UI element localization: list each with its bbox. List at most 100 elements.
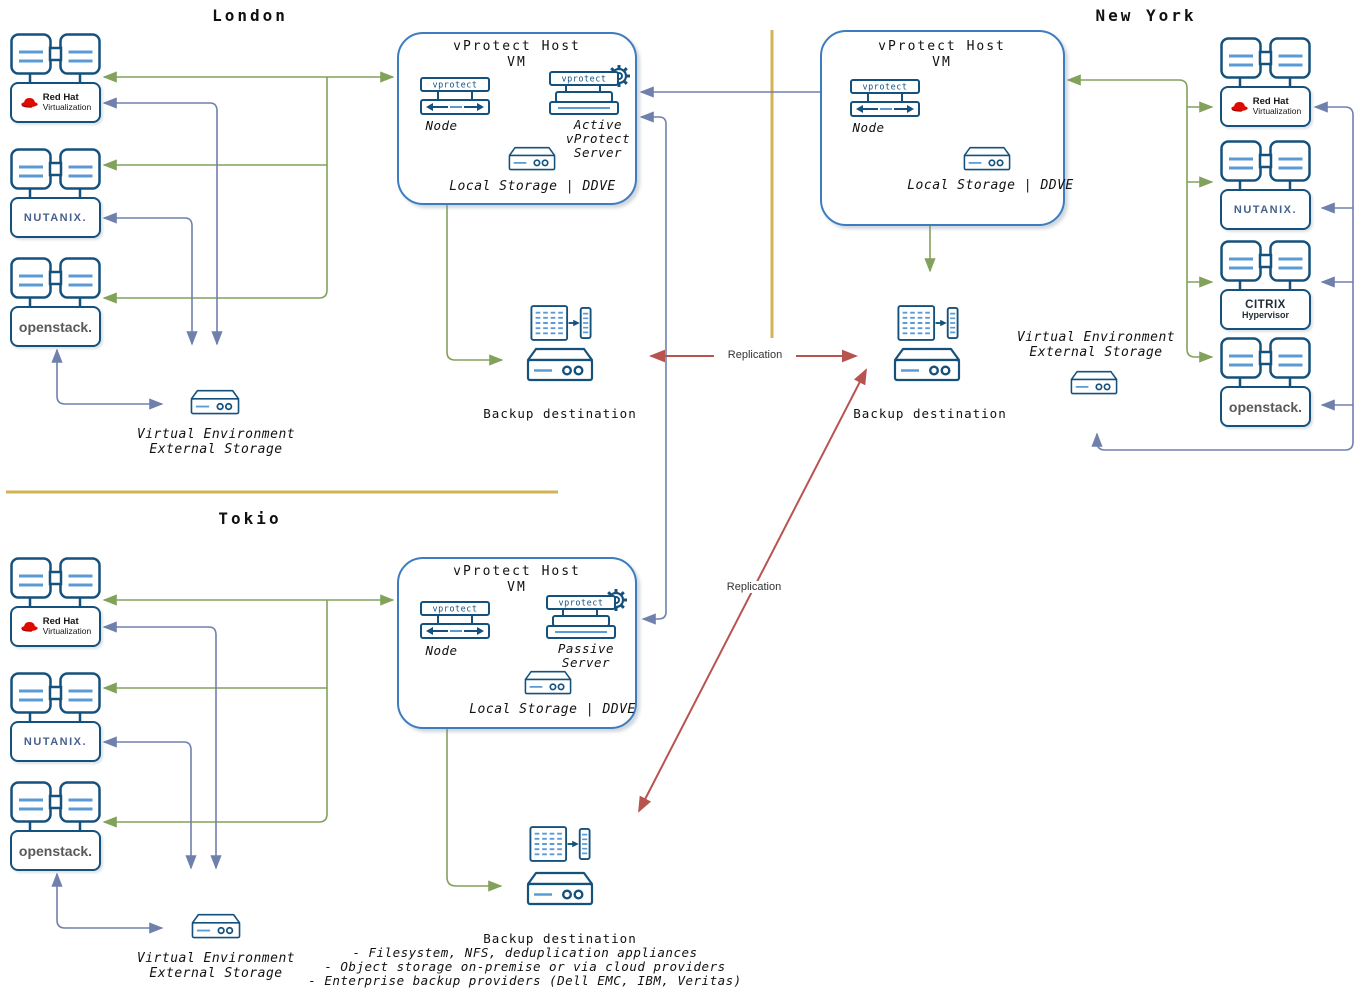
blue-link-active-passive-server [639, 111, 667, 625]
ny-host-title: vProtect Host [878, 39, 1006, 54]
tokio-backup-detail-3: - Enterprise backup providers (Dell EMC,… [308, 973, 742, 988]
green-link-london-node-backup [441, 138, 504, 366]
cluster-ny-nutanix: NUTANIX. [1220, 140, 1311, 230]
ny-local-storage-icon [963, 146, 1011, 171]
server-pair-icon [1220, 37, 1311, 86]
blue-link-london-openstack-storage [51, 348, 164, 410]
tokio-backup-detail-1: - Filesystem, NFS, deduplication applian… [352, 945, 698, 960]
london-local-storage-label: Local Storage | DDVE [449, 179, 616, 194]
hypervisor-box-openstack: openstack. [10, 830, 101, 871]
openstack-logo: openstack. [18, 842, 93, 859]
server-pair-icon [10, 557, 101, 606]
tokio-backup-detail-2: - Object storage on-premise or via cloud… [324, 959, 726, 974]
server-pair-icon [10, 257, 101, 306]
london-server-label: Active vProtect Server [565, 117, 631, 160]
cluster-tokio-nutanix: NUTANIX. [10, 672, 101, 762]
london-external-storage-label: Virtual Environment External Storage [136, 427, 296, 457]
tokio-local-storage-label: Local Storage | DDVE [469, 702, 636, 717]
hypervisor-box-openstack: openstack. [10, 306, 101, 347]
blue-link-tokio-nutanix-storage [102, 736, 197, 870]
london-vprotect-node-icon [420, 77, 490, 115]
london-local-storage-icon [508, 146, 556, 171]
london-backup-appliance-icon [526, 347, 594, 382]
tokio-external-storage-label: Virtual Environment External Storage [136, 951, 296, 981]
ny-local-storage-label: Local Storage | DDVE [907, 178, 1074, 193]
server-pair-icon [10, 33, 101, 82]
server-pair-icon [1220, 140, 1311, 189]
citrix-logo-line1: CITRIX [1245, 298, 1286, 311]
server-pair-icon [10, 148, 101, 197]
cluster-london-openstack: openstack. [10, 257, 101, 347]
london-host-subtitle: VM [507, 55, 527, 70]
ny-host-subtitle: VM [932, 55, 952, 70]
tokio-vprotect-server-icon [545, 588, 629, 640]
london-vprotect-host-box [397, 32, 637, 205]
redhat-hat-icon [20, 97, 38, 108]
ny-vprotect-host-box [820, 30, 1065, 226]
redhat-logo-line1: Red Hat [42, 91, 79, 103]
redhat-hat-icon [1230, 101, 1248, 112]
nutanix-logo: NUTANIX. [1233, 203, 1298, 216]
server-pair-icon [1220, 337, 1311, 386]
london-external-storage-icon [190, 389, 240, 415]
blue-link-london-redhat-storage [102, 97, 223, 346]
nutanix-logo: NUTANIX. [23, 211, 88, 224]
london-node-label: Node [425, 118, 458, 133]
tokio-node-label: Node [425, 643, 458, 658]
redhat-logo-line1: Red Hat [1252, 95, 1289, 107]
blue-link-tokio-redhat-storage [102, 621, 222, 870]
london-dedup-icon [530, 305, 592, 341]
server-pair-icon [10, 781, 101, 830]
tokio-vprotect-host-box [397, 557, 637, 729]
redhat-logo-line2: Virtualization [1252, 106, 1302, 117]
cluster-tokio-openstack: openstack. [10, 781, 101, 871]
hypervisor-box-openstack: openstack. [1220, 386, 1311, 427]
nutanix-logo: NUTANIX. [23, 735, 88, 748]
openstack-logo: openstack. [18, 318, 93, 335]
tokio-host-title: vProtect Host [453, 564, 581, 579]
blue-link-tokio-openstack-storage [51, 872, 164, 934]
tokio-local-storage-icon [524, 670, 572, 695]
server-pair-icon [1220, 240, 1311, 289]
site-title-london: London [212, 6, 288, 25]
ny-node-label: Node [852, 120, 885, 135]
ny-external-storage-icon [1070, 370, 1118, 395]
replication-label-diagonal: Replication [708, 581, 800, 593]
ny-external-storage-label: Virtual Environment External Storage [1016, 330, 1176, 360]
redhat-logo-line1: Red Hat [42, 615, 79, 627]
openstack-logo: openstack. [1228, 398, 1303, 415]
tokio-host-subtitle: VM [507, 580, 527, 595]
ny-backup-label: Backup destination [853, 406, 1007, 421]
cluster-ny-citrix: CITRIX Hypervisor [1220, 240, 1311, 330]
london-vprotect-server-icon [548, 64, 632, 116]
tokio-external-storage-icon [191, 913, 241, 939]
green-link-tokio-node-backup [441, 665, 503, 892]
ny-vprotect-node-icon [850, 79, 920, 117]
site-title-tokio: Tokio [218, 509, 282, 528]
green-link-london-openstack [102, 77, 328, 304]
redhat-logo-line2: Virtualization [42, 626, 92, 637]
london-backup-label: Backup destination [483, 406, 637, 421]
citrix-logo-line2: Hypervisor [1241, 309, 1290, 320]
london-host-title: vProtect Host [453, 39, 581, 54]
tokio-dedup-icon [529, 826, 591, 862]
cluster-london-nutanix: NUTANIX. [10, 148, 101, 238]
tokio-server-label: Passive Server [557, 641, 615, 670]
site-title-new-york: New York [1095, 6, 1197, 25]
tokio-backup-appliance-icon [526, 871, 594, 906]
blue-link-london-nutanix-storage [102, 212, 198, 346]
blue-link-ny-redhat-storage [1091, 101, 1354, 451]
hypervisor-box-nutanix: NUTANIX. [1220, 189, 1311, 230]
green-link-ny-host-openstack [1066, 74, 1214, 363]
hypervisor-box-nutanix: NUTANIX. [10, 721, 101, 762]
